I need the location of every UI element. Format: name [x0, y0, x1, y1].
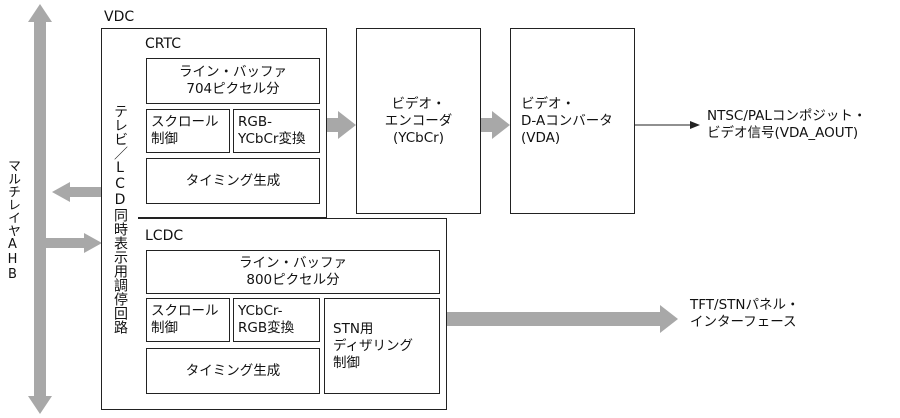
ahb-bus-arrow [28, 4, 52, 414]
vdc-label: VDC [104, 9, 135, 25]
dac-output-arrowhead [690, 121, 700, 129]
encoder-to-dac-arrow [480, 111, 510, 139]
lcdc-line-buffer: ライン・バッファ 800ピクセル分 [146, 250, 440, 294]
tft-stn-interface-label: TFT/STNパネル・ インターフェース [690, 297, 800, 330]
lcdc-ycbcr-rgb-convert: YCbCr- RGB変換 [233, 298, 320, 342]
video-encoder: ビデオ・ エンコーダ (YCbCr) [356, 28, 481, 214]
crtc-timing-generator: タイミング生成 [146, 158, 320, 204]
crtc-rgb-ycbcr-convert: RGB- YCbCr変換 [233, 109, 320, 153]
lcdc-to-panel-arrow [446, 305, 678, 333]
crtc-label: CRTC [145, 36, 181, 52]
video-dac: ビデオ・ D-Aコンバータ (VDA) [510, 28, 635, 214]
bus-to-vdc-arrow [46, 233, 102, 253]
lcdc-label: LCDC [145, 228, 184, 244]
lcdc-timing-generator: タイミング生成 [146, 348, 320, 394]
sync-circuit-label: テレビ／LCD同時表示用調停回路 [112, 104, 128, 334]
ahb-bus-label-wrap: マルチレイヤAHB [0, 150, 24, 290]
crtc-scroll-control: スクロール 制御 [146, 109, 230, 153]
vdc-to-bus-arrow [52, 182, 102, 202]
crtc-line-buffer: ライン・バッファ 704ピクセル分 [146, 58, 320, 104]
ahb-bus-label: マルチレイヤAHB [5, 158, 20, 282]
lcdc-stn-dither-control: STN用 ディザリング 制御 [324, 298, 440, 394]
crtc-to-encoder-arrow [326, 111, 356, 139]
lcdc-scroll-control: スクロール 制御 [146, 298, 230, 342]
vdc-sync-column: テレビ／LCD同時表示用調停回路 [101, 28, 139, 410]
ntsc-pal-output-label: NTSC/PALコンポジット・ ビデオ信号(VDA_AOUT) [707, 108, 867, 141]
